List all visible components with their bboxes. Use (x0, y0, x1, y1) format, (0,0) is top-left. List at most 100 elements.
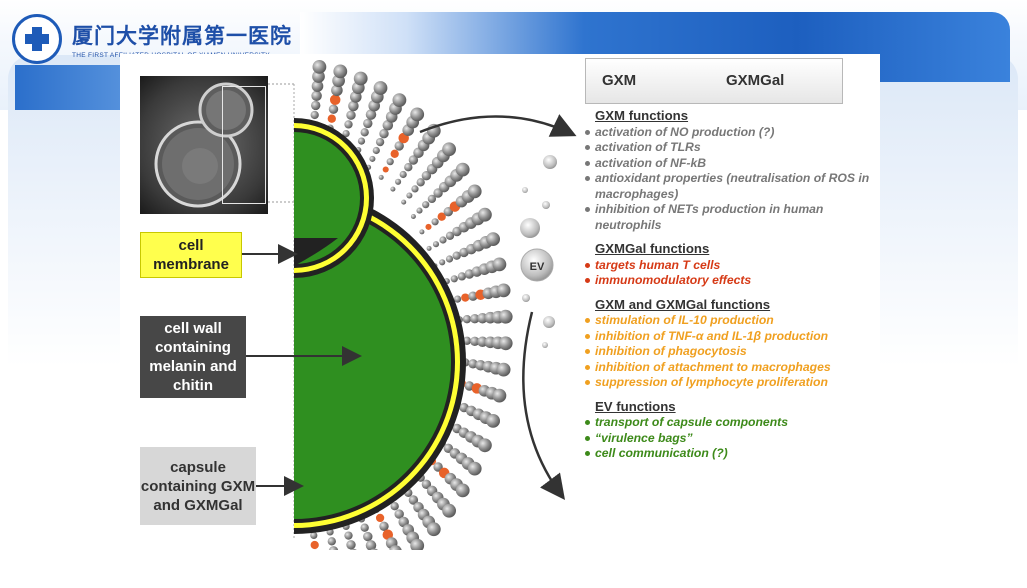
capsule-bead (332, 573, 345, 586)
capsule-bead (372, 146, 380, 155)
capsule-bead (310, 531, 318, 540)
yeast-micrograph (140, 76, 268, 214)
capsule-bead (450, 275, 458, 283)
capsule-label: capsule containing GXM and GXMGal (140, 447, 256, 525)
capsule-bead (348, 100, 359, 112)
cell-wall-label: cell wall containing melanin and chitin (140, 316, 246, 398)
list-item: activation of TLRs (583, 140, 873, 156)
capsule-bead (408, 495, 419, 505)
capsule-bead (342, 130, 350, 138)
capsule-bead (311, 100, 321, 111)
capsule-bead (393, 553, 407, 567)
capsule-bead (467, 461, 482, 476)
functions-list: GXM functions activation of NO productio… (583, 108, 873, 462)
list-item: inhibition of TNF-α and IL-1β production (583, 329, 873, 345)
capsule-bead (327, 114, 336, 123)
capsule-bead (442, 142, 456, 157)
capsule-bead (329, 94, 341, 106)
capsule-bead (498, 336, 513, 351)
capsule-bead (410, 107, 425, 122)
capsule-bead (470, 336, 480, 346)
list-item: inhibition of phagocytosis (583, 344, 873, 360)
legend-box: GXM GXMGal (585, 58, 843, 104)
capsule-bead (492, 388, 507, 403)
left-blue-band (15, 65, 135, 110)
capsule-bead (496, 362, 511, 377)
capsule-bead (310, 540, 319, 550)
capsule-bead (426, 245, 432, 251)
cell-membrane-label: cell membrane (140, 232, 242, 278)
capsule-bead (395, 178, 402, 185)
list-item: immunomodulatory effects (583, 273, 873, 289)
capsule-bead (454, 295, 462, 303)
cell-body (294, 118, 466, 534)
capsule-bead (416, 178, 425, 187)
capsule-bead (468, 359, 478, 369)
capsule-bead (394, 141, 404, 151)
list-item: cell communication (?) (583, 446, 873, 462)
section-title: GXM functions (595, 108, 689, 123)
capsule-bead (374, 565, 388, 579)
capsule-bead (382, 529, 394, 540)
legend-gxmgal-label: GXMGal (726, 72, 785, 89)
capsule-bead (455, 483, 470, 498)
capsule-bead (486, 414, 500, 428)
capsule-bead (378, 174, 384, 180)
list-item: activation of NF-kB (583, 156, 873, 172)
capsule-bead (470, 314, 480, 324)
section-title: GXMGal functions (595, 241, 710, 256)
capsule-bead (344, 531, 353, 540)
capsule-bead (416, 207, 423, 214)
capsule-bead (390, 186, 396, 192)
hospital-seal-icon (12, 14, 62, 64)
ev-functions-arrow (522, 311, 565, 501)
capsule-bead (344, 120, 353, 129)
capsule-bead (390, 149, 399, 158)
list-item: inhibition of NETs production in human n… (583, 202, 873, 233)
capsule-bead (363, 118, 373, 129)
capsule-bead (432, 241, 440, 248)
capsule-bead (327, 537, 336, 546)
capsule-bead (311, 559, 322, 570)
capsule-bead (365, 540, 377, 550)
capsule-bead (352, 566, 365, 579)
capsule-bead (370, 548, 379, 550)
capsule-bead (408, 155, 419, 165)
capsule-bead (461, 293, 470, 302)
capsule-bead (354, 575, 368, 588)
section-title: GXM and GXMGal functions (595, 296, 771, 312)
capsule-bead (394, 509, 404, 519)
capsule-bead (350, 557, 362, 569)
capsule-bead (410, 538, 425, 550)
capsule-bead (445, 231, 455, 240)
capsule-bead (389, 545, 402, 550)
capsule-bead (401, 199, 407, 205)
capsule-bead (425, 223, 432, 230)
capsule-bead (467, 184, 482, 199)
capsule-bead (375, 513, 385, 523)
capsule-bead (375, 137, 385, 147)
capsule-bead (421, 171, 432, 181)
ev-vesicle (520, 248, 554, 282)
functions-arrow (419, 114, 577, 137)
capsule-bead (422, 201, 430, 209)
capsule-bead (311, 90, 322, 102)
capsule-bead (346, 540, 356, 550)
list-item: targets human T cells (583, 258, 873, 274)
capsule-bead (328, 104, 339, 114)
capsule-bead (314, 549, 317, 550)
list-item: suppression of lymphocyte proliferation (583, 375, 873, 391)
capsule-bead (311, 80, 324, 92)
capsule-bead (379, 521, 389, 531)
capsule-bead (353, 71, 368, 86)
capsule-bead (455, 162, 470, 177)
capsule-bead (498, 309, 513, 324)
capsule-bead (492, 257, 507, 272)
capsule-bead (426, 522, 441, 537)
capsule-bead (379, 129, 389, 139)
capsule-bead (331, 564, 343, 576)
capsule-bead (478, 207, 492, 222)
capsule-bead (496, 283, 511, 298)
capsule-bead (392, 93, 407, 107)
